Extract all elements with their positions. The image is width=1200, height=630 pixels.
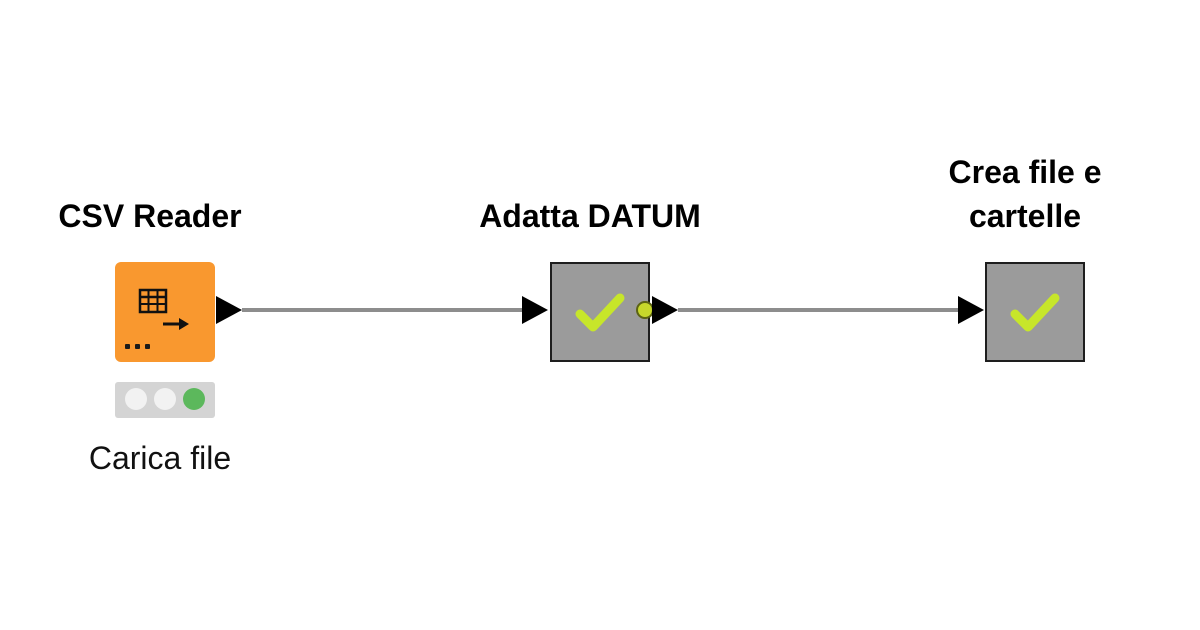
node-title-crea-file-e-cartelle[interactable]: Crea file e cartelle: [948, 154, 1102, 234]
adatta-datum-input-port[interactable]: [522, 296, 548, 324]
status-light-red: [125, 388, 147, 410]
node-status-traffic-light: [115, 382, 215, 418]
connection-adatta-to-crea[interactable]: [678, 308, 960, 312]
node-title-csv-reader[interactable]: CSV Reader: [58, 198, 242, 234]
table-export-icon: [138, 288, 189, 330]
node-label-carica-file[interactable]: Carica file: [88, 440, 232, 476]
node-title-adatta-datum[interactable]: Adatta DATUM: [479, 198, 701, 234]
status-light-green: [183, 388, 205, 410]
crea-file-input-port[interactable]: [958, 296, 984, 324]
adatta-datum-metanode[interactable]: [550, 262, 650, 362]
connection-csv-to-adatta[interactable]: [242, 308, 524, 312]
csv-reader-node[interactable]: [115, 262, 215, 362]
crea-file-e-cartelle-metanode[interactable]: [985, 262, 1085, 362]
checkmark-icon: [575, 293, 625, 332]
csv-reader-output-port[interactable]: [216, 296, 242, 324]
status-light-yellow: [154, 388, 176, 410]
adatta-datum-output-arrow[interactable]: [652, 296, 678, 324]
checkmark-icon: [1010, 293, 1060, 332]
node-more-icon: [125, 344, 150, 349]
